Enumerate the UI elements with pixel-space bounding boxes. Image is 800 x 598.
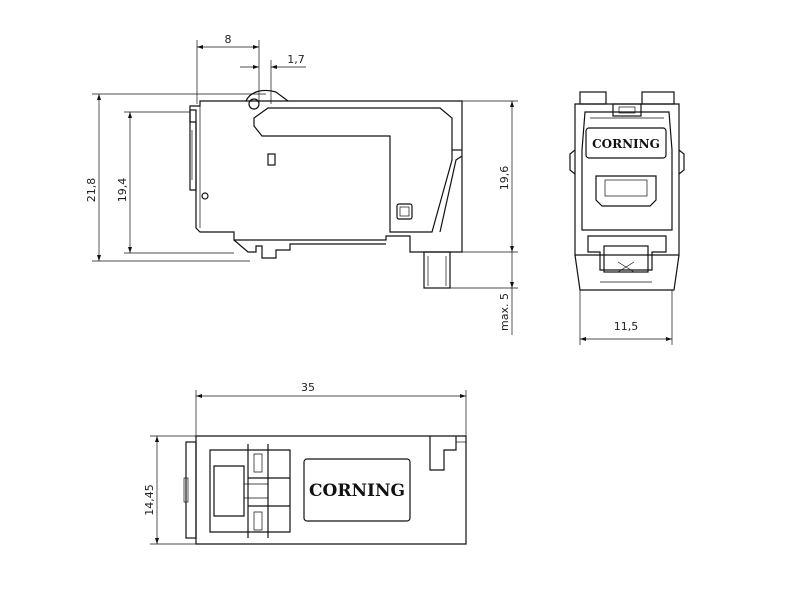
dim-19-6-label: 19,6	[498, 166, 511, 191]
side-view: 8 1,7 21,8 19,4 19,6 max. 5	[85, 33, 518, 335]
dim-1-7-label: 1,7	[287, 53, 305, 66]
front-tab-left	[579, 91, 607, 105]
bottom-back-tab	[185, 441, 197, 539]
dim-21-8-label: 21,8	[85, 178, 98, 203]
indicator-square	[396, 203, 413, 220]
dim-19-4-label: 19,4	[116, 178, 129, 203]
dim-8-label: 8	[225, 33, 232, 46]
front-logo-plate	[585, 127, 667, 159]
screw-circle	[201, 192, 209, 200]
bottom-view: CORNING 35 14,45	[143, 381, 467, 545]
dim-11-5-label: 11,5	[614, 320, 639, 333]
front-logo: CORNING	[592, 137, 660, 151]
bottom-logo-plate	[303, 458, 411, 522]
dim-14-45-label: 14,45	[143, 484, 156, 516]
dim-35-label: 35	[301, 381, 315, 394]
bottom-logo: CORNING	[309, 481, 405, 501]
side-post	[423, 251, 451, 289]
front-tab-right	[641, 91, 675, 105]
side-window	[267, 153, 276, 166]
front-view: CORNING 11,5	[569, 91, 685, 345]
dim-max-5-label: max. 5	[498, 293, 511, 331]
